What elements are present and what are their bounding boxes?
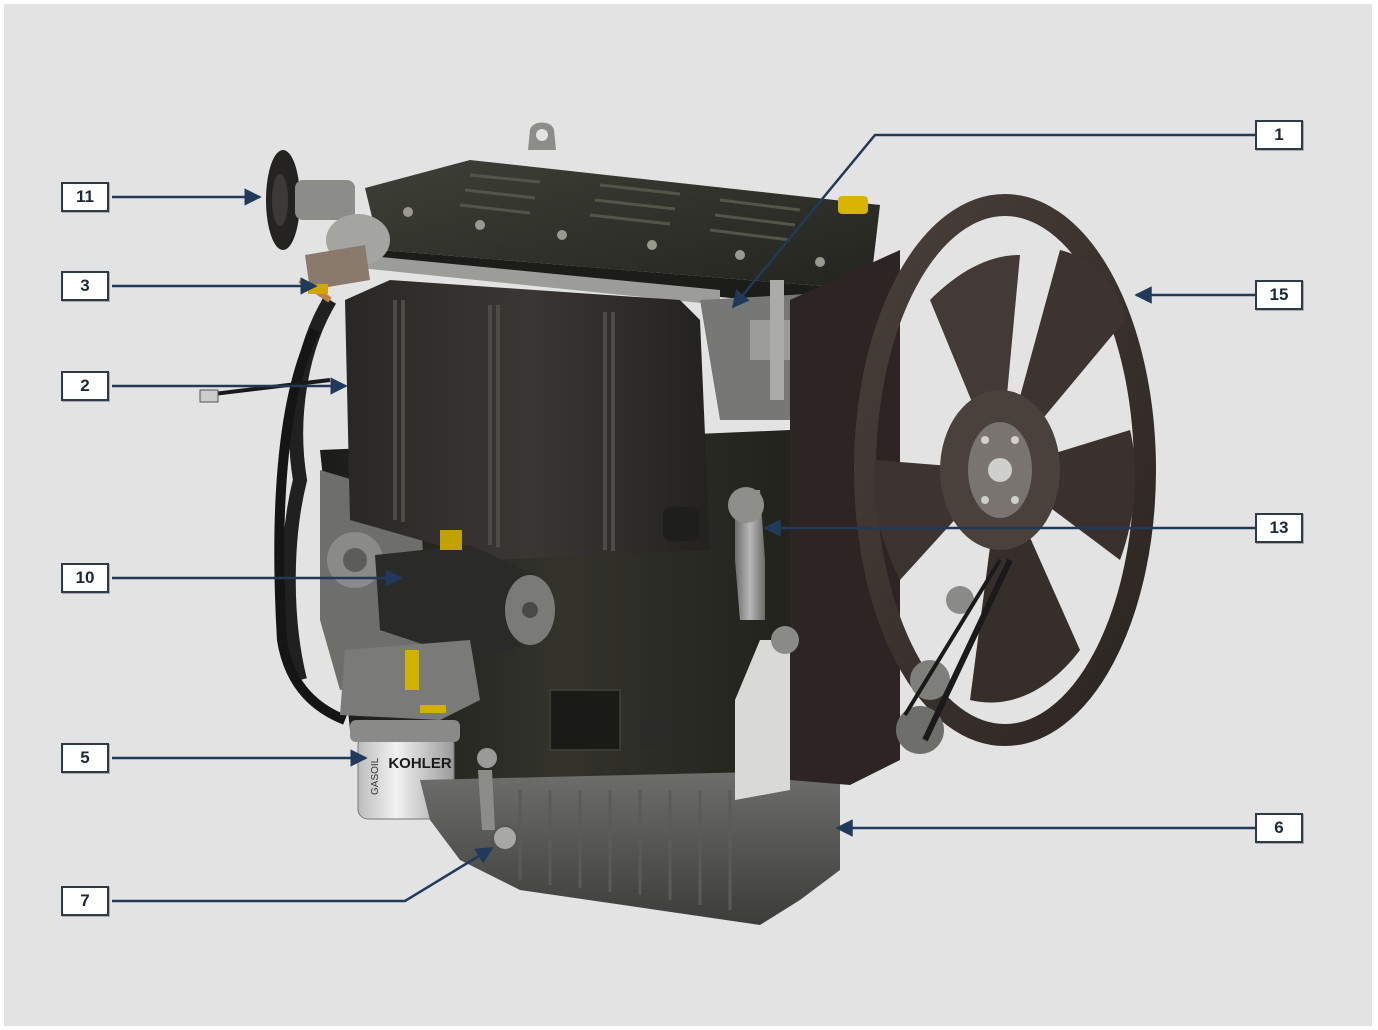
callout-2: 2 — [61, 371, 109, 401]
callout-1: 1 — [1255, 120, 1303, 150]
callout-11: 11 — [61, 182, 109, 212]
callout-13: 13 — [1255, 513, 1303, 543]
callout-10: 10 — [61, 563, 109, 593]
leader-lines — [112, 133, 1255, 903]
callout-6: 6 — [1255, 813, 1303, 843]
engine: KOHLER GASOIL — [199, 122, 1156, 925]
callout-3: 3 — [61, 271, 109, 301]
leader-line-7 — [112, 846, 494, 903]
callout-5: 5 — [61, 743, 109, 773]
leader-line-1 — [731, 133, 1255, 309]
cooling-fan — [854, 194, 1156, 746]
callout-15: 15 — [1255, 280, 1303, 310]
filter-side-text: GASOIL — [370, 757, 381, 795]
filter-brand-text: KOHLER — [388, 755, 452, 772]
callout-7: 7 — [61, 886, 109, 916]
